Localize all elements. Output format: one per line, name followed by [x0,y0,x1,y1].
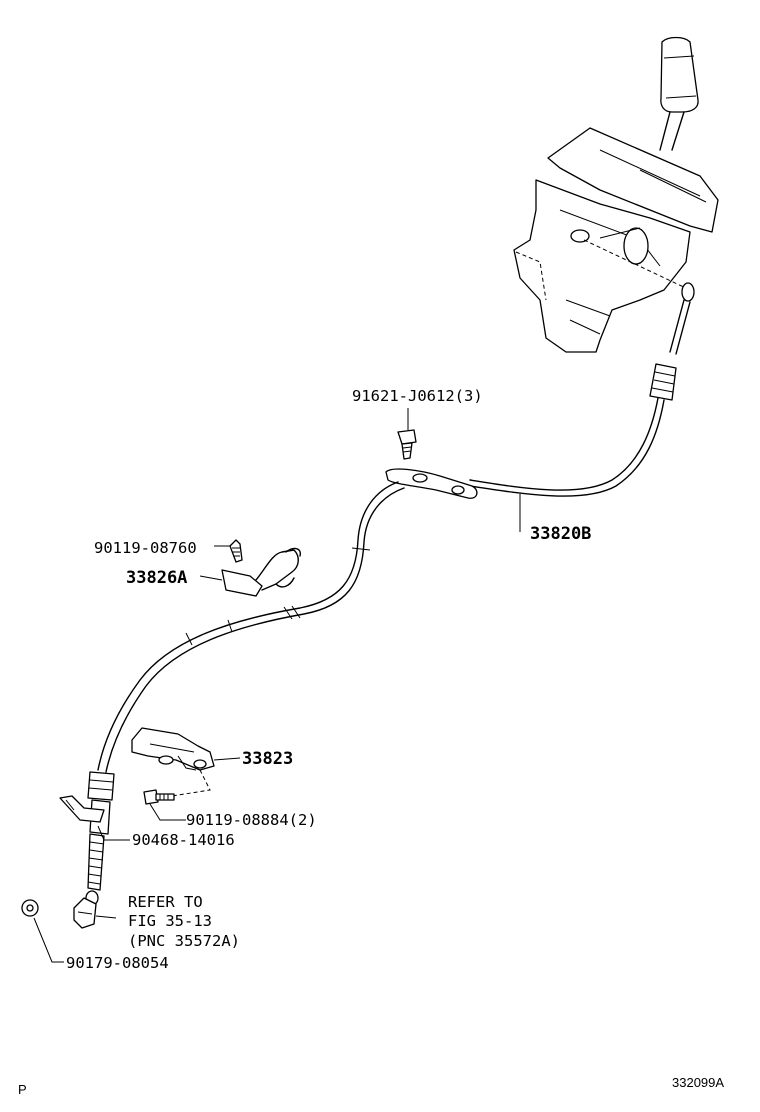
cable-bracket-33823 [131,727,215,805]
label-90119-08760: 90119-08760 [94,539,197,557]
label-33820b: 33820B [530,524,591,544]
label-90468-14016: 90468-14016 [132,831,235,849]
cable-bracket-clamp [221,539,301,597]
label-91621-j0612: 91621-J0612(3) [352,387,483,405]
label-refer-to: REFER TO [128,893,203,911]
figure-code: 332099A [672,1075,724,1090]
cable-clip [59,795,105,823]
leader-lines [33,408,521,963]
label-refer-pnc: (PNC 35572A) [128,932,240,950]
label-90179-08054: 90179-08054 [66,954,169,972]
corner-mark: P [18,1082,27,1097]
label-33826a: 33826A [126,568,187,588]
shift-lever-link [21,897,97,929]
bolt-91621 [397,429,417,460]
label-90119-08884: 90119-08884(2) [186,811,317,829]
label-33823: 33823 [242,749,293,769]
transmission-control-cable [85,282,695,906]
shift-lever-assembly [513,36,719,353]
label-refer-fig: FIG 35-13 [128,912,212,930]
